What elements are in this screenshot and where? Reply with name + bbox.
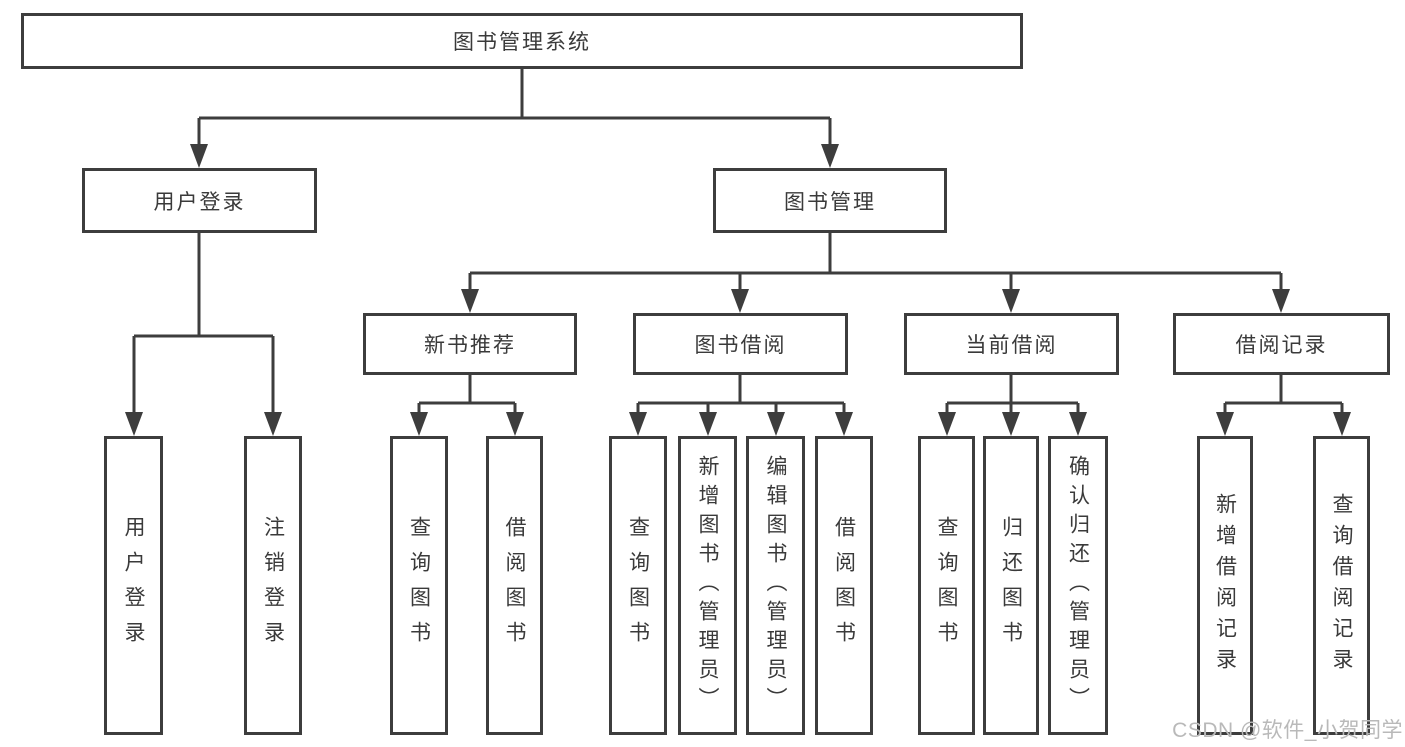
leaf-current-query-books-label: 查询图书 bbox=[935, 515, 958, 656]
leaf-logout: 注销登录 bbox=[244, 436, 302, 735]
leaf-newbook-borrow-books: 借阅图书 bbox=[486, 436, 543, 735]
node-user-login-label: 用户登录 bbox=[153, 190, 246, 214]
connector-user-login bbox=[125, 233, 282, 436]
connector-book-borrow bbox=[629, 375, 853, 436]
leaf-borrow-query-books: 查询图书 bbox=[609, 436, 667, 735]
connector-borrow-record bbox=[1216, 375, 1351, 436]
csdn-watermark: CSDN @软件_小贺同学 bbox=[1172, 719, 1403, 742]
node-current-borrow: 当前借阅 bbox=[904, 313, 1119, 375]
node-book-mgmt: 图书管理 bbox=[713, 168, 947, 233]
node-borrow-record: 借阅记录 bbox=[1173, 313, 1390, 375]
node-user-login: 用户登录 bbox=[82, 168, 317, 233]
node-root: 图书管理系统 bbox=[21, 13, 1023, 69]
leaf-query-borrow-record: 查询借阅记录 bbox=[1313, 436, 1370, 735]
leaf-newbook-borrow-books-label: 借阅图书 bbox=[503, 515, 526, 656]
leaf-borrow-query-books-label: 查询图书 bbox=[626, 515, 650, 656]
node-book-mgmt-label: 图书管理 bbox=[784, 190, 876, 214]
node-borrow-record-label: 借阅记录 bbox=[1235, 334, 1328, 357]
connector-book-mgmt bbox=[461, 233, 1290, 313]
leaf-borrow-borrow-books: 借阅图书 bbox=[815, 436, 873, 735]
leaf-confirm-return-admin: 确认归还（管理员） bbox=[1048, 436, 1108, 735]
leaf-return-books: 归还图书 bbox=[983, 436, 1039, 735]
leaf-add-borrow-record-label: 新增借阅记录 bbox=[1213, 492, 1237, 679]
connector-root bbox=[190, 69, 839, 168]
node-new-book: 新书推荐 bbox=[363, 313, 577, 375]
leaf-add-borrow-record: 新增借阅记录 bbox=[1197, 436, 1253, 735]
leaf-borrow-borrow-books-label: 借阅图书 bbox=[832, 515, 856, 656]
connector-new-book bbox=[410, 375, 524, 436]
connector-current-borrow bbox=[938, 375, 1087, 436]
leaf-newbook-query-books-label: 查询图书 bbox=[407, 515, 431, 656]
leaf-user-login-label: 用户登录 bbox=[122, 515, 145, 656]
leaf-add-book-admin: 新增图书（管理员） bbox=[678, 436, 737, 735]
leaf-return-books-label: 归还图书 bbox=[999, 515, 1023, 656]
node-current-borrow-label: 当前借阅 bbox=[965, 334, 1058, 357]
leaf-edit-book-admin-label: 编辑图书（管理员） bbox=[764, 455, 787, 716]
leaf-edit-book-admin: 编辑图书（管理员） bbox=[746, 436, 805, 735]
node-book-borrow: 图书借阅 bbox=[633, 313, 848, 375]
leaf-user-login: 用户登录 bbox=[104, 436, 163, 735]
leaf-logout-label: 注销登录 bbox=[261, 515, 285, 656]
leaf-newbook-query-books: 查询图书 bbox=[390, 436, 448, 735]
leaf-add-book-admin-label: 新增图书（管理员） bbox=[696, 455, 719, 716]
node-root-label: 图书管理系统 bbox=[453, 31, 591, 54]
leaf-query-borrow-record-label: 查询借阅记录 bbox=[1330, 492, 1353, 679]
node-book-borrow-label: 图书借阅 bbox=[694, 334, 787, 357]
node-new-book-label: 新书推荐 bbox=[424, 334, 516, 357]
leaf-current-query-books: 查询图书 bbox=[918, 436, 975, 735]
leaf-confirm-return-admin-label: 确认归还（管理员） bbox=[1066, 455, 1090, 716]
